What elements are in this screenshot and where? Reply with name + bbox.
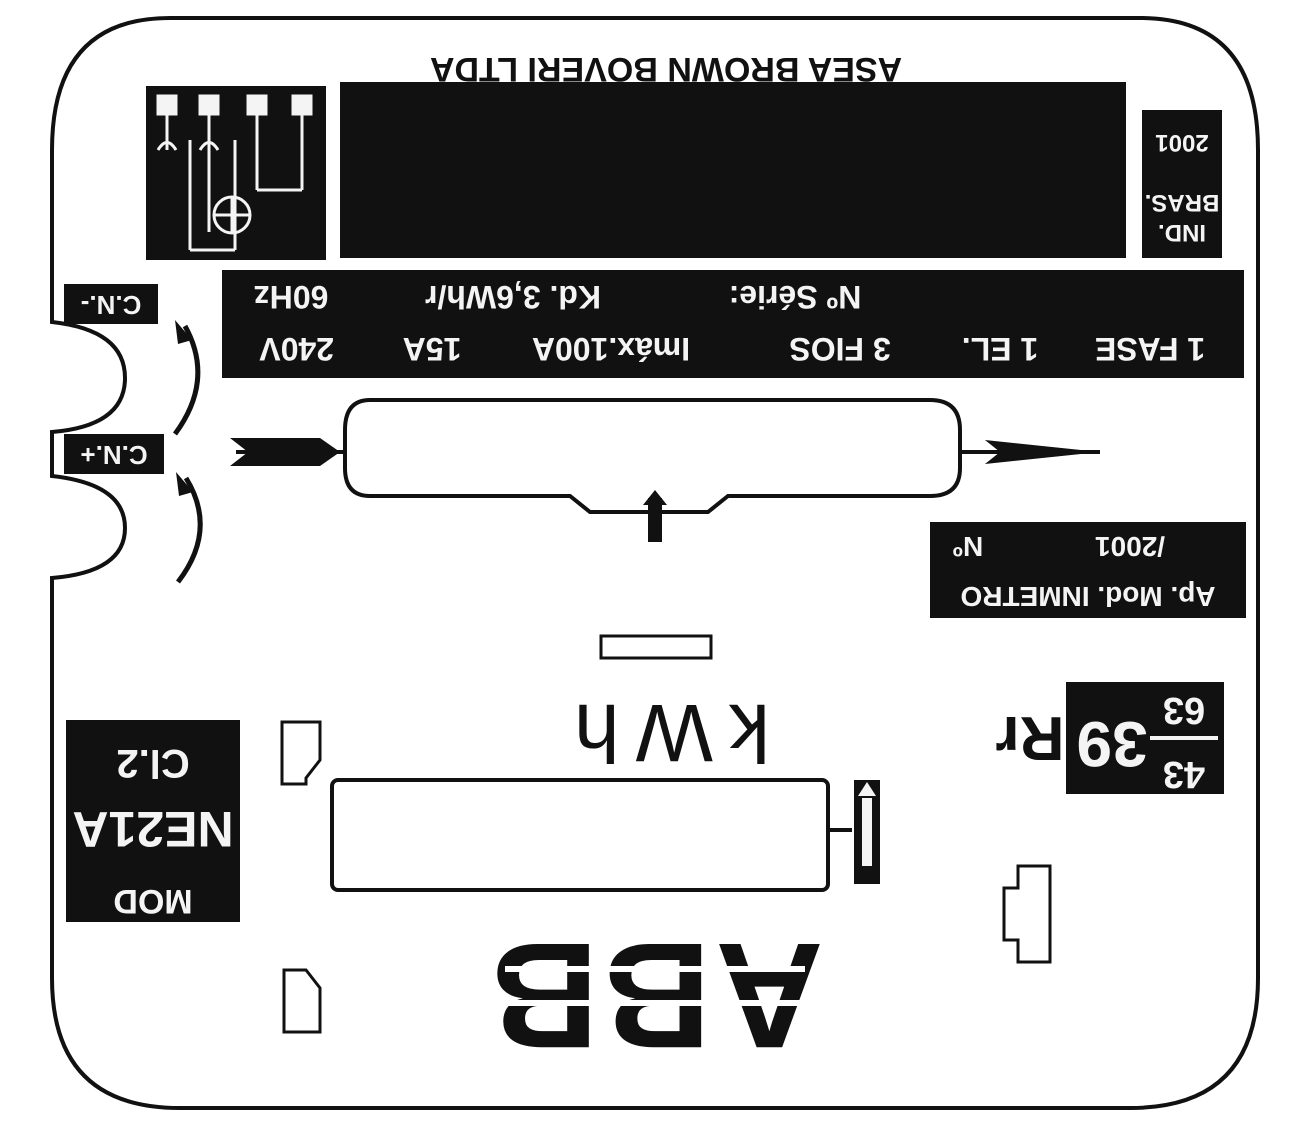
model-name: NE21A [72, 801, 233, 857]
origin-line1: IND. [1158, 219, 1206, 246]
spec-row-2: 60Hz Kd. 3,6Wh/r Nº Série: [254, 279, 862, 315]
approval-number-value: /2001 [1095, 531, 1165, 562]
register-ratio: Rr 39 63 43 [996, 682, 1224, 795]
arrow-up-icon [175, 320, 192, 344]
ratio-prefix: Rr [996, 703, 1065, 772]
arrow-tail-icon [230, 438, 340, 466]
cutout-shape [1002, 864, 1052, 964]
plate-outline [50, 16, 1260, 1110]
spec-strip [222, 270, 1244, 378]
cutout-shape [282, 968, 322, 1034]
wiring-diagram [146, 86, 326, 260]
origin-line2: BRAS. [1145, 189, 1220, 216]
register-window [330, 778, 830, 892]
svg-text:C.N.-: C.N.- [81, 290, 142, 320]
disc-window [230, 398, 1100, 542]
model-class: Cl.2 [116, 741, 189, 785]
cutout-shape [280, 720, 322, 786]
spec-serial-label: Nº Série: [729, 279, 862, 315]
terminal-arrows [172, 324, 203, 584]
spec-max-current: Imáx.100A [532, 331, 690, 367]
model-box: Cl.2 NE21A MOD [66, 720, 240, 922]
ratio-top: 63 [1163, 689, 1205, 731]
ratio-bottom: 43 [1163, 753, 1205, 795]
spec-elements: 1 EL. [962, 331, 1038, 367]
approval-number-label: Nº [953, 531, 983, 562]
spec-phases: 1 FASE [1095, 331, 1205, 367]
spec-voltage: 240V [259, 331, 334, 367]
register-pointer [854, 780, 880, 884]
abb-logo: ABB [487, 912, 824, 1080]
arrow-up-icon [176, 472, 193, 496]
blank-panel [340, 82, 1126, 258]
approval-line1: Ap. Mod. INMETRO [960, 581, 1215, 612]
ratio-main: 39 [1076, 708, 1147, 780]
indicator-slot [599, 634, 713, 660]
model-label: MOD [113, 882, 192, 920]
spec-row-1: 240V 15A Imáx.100A 3 FIOS 1 EL. 1 FASE [259, 331, 1206, 367]
terminal-cn-minus: C.N.- [64, 284, 158, 324]
svg-text:C.N.+: C.N.+ [80, 440, 147, 470]
arrow-right-icon [985, 440, 1100, 464]
spec-current: 15A [403, 331, 462, 367]
origin-line3: 2001 [1155, 129, 1208, 156]
spec-wires: 3 FIOS [789, 331, 890, 367]
logo-stripes [505, 966, 805, 1006]
spec-frequency: 60Hz [254, 279, 329, 315]
spec-meter-constant: Kd. 3,6Wh/r [425, 279, 601, 315]
manufacturer-name: ASEA BROWN BOVERI LTDA [430, 50, 902, 88]
origin-box: 2001 BRAS. IND. [1142, 110, 1222, 258]
approval-box: Ap. Mod. INMETRO Nº /2001 [930, 522, 1246, 618]
unit-label: kWh [558, 687, 770, 778]
terminal-cn-plus: C.N.+ [64, 434, 164, 474]
